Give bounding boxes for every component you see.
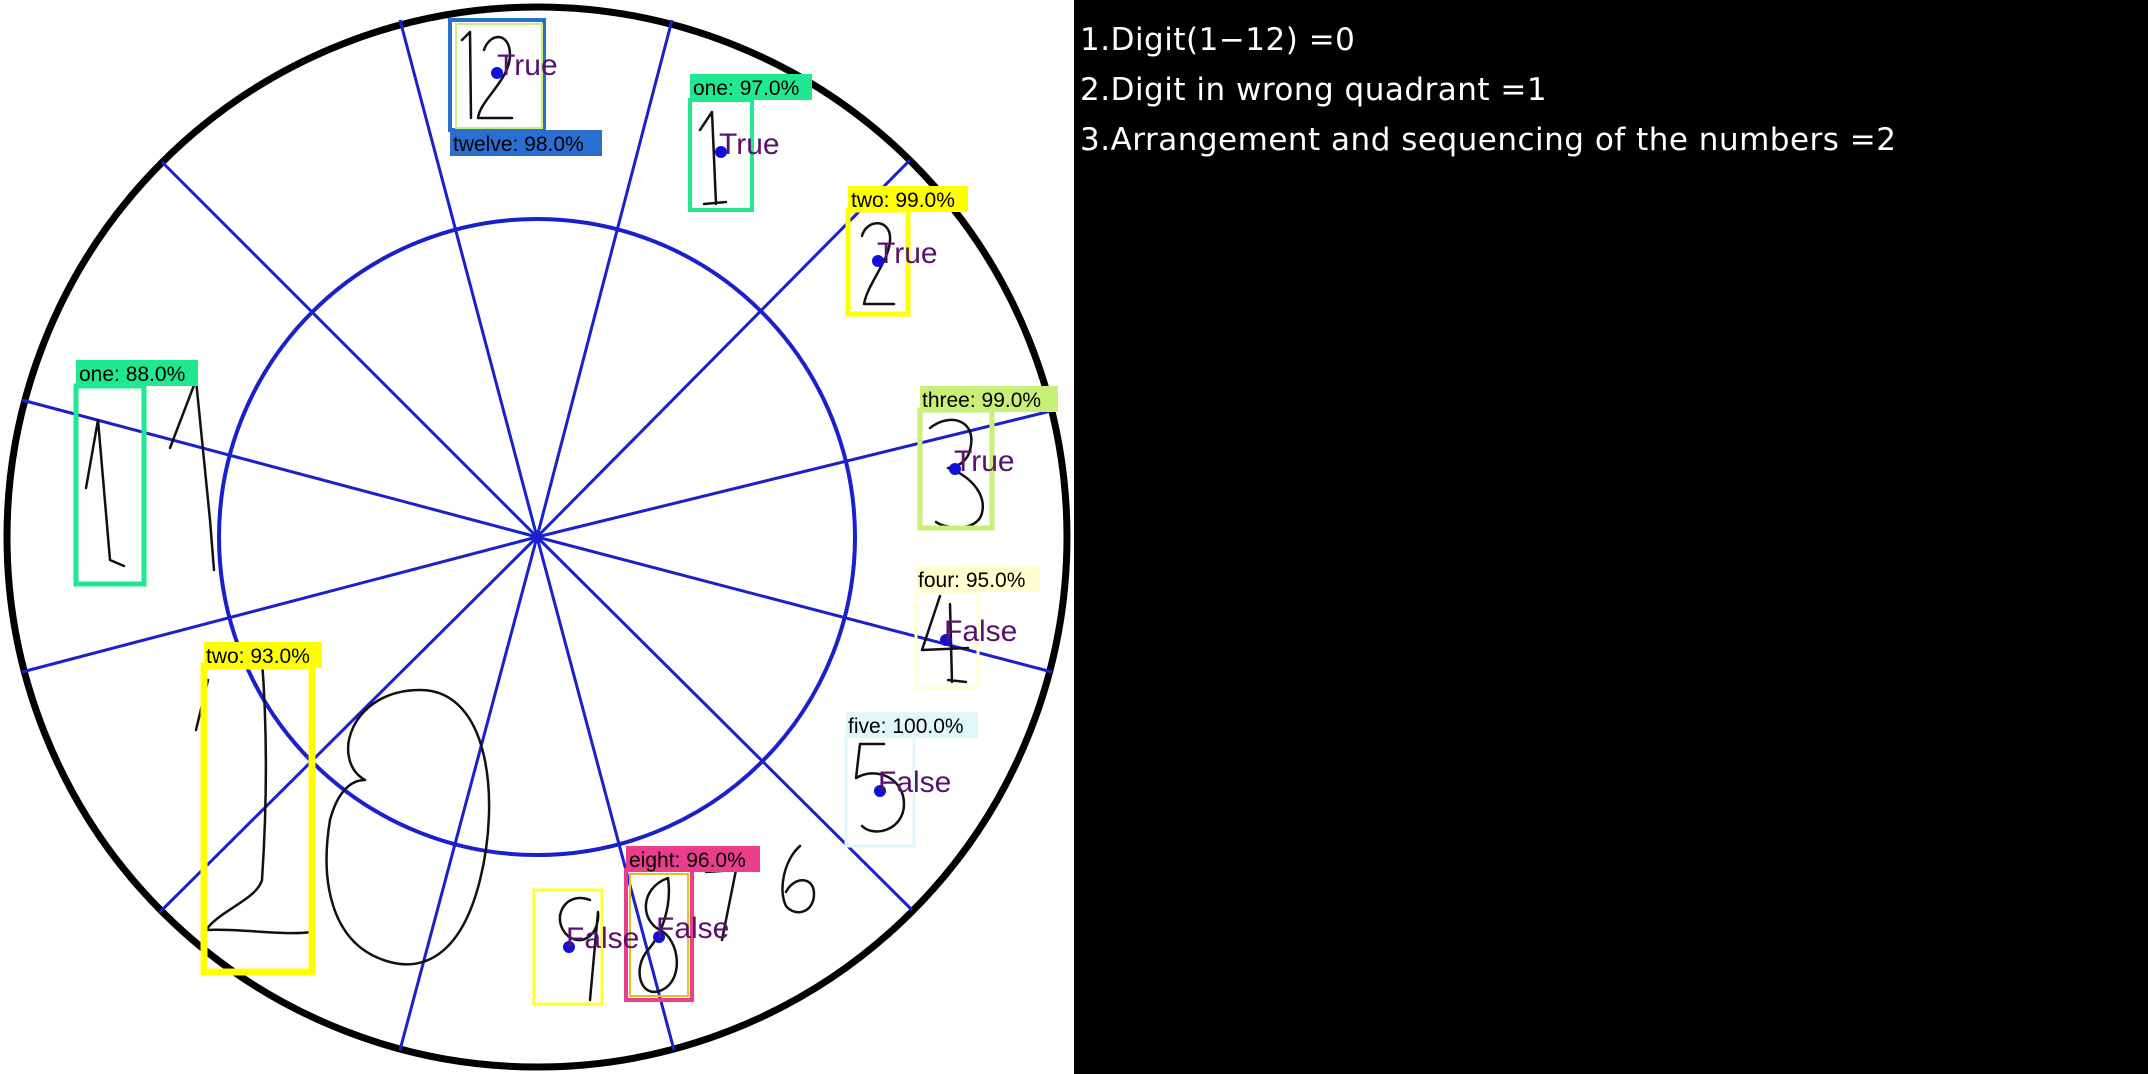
guide-line bbox=[398, 536, 539, 1051]
clock-analysis-canvas: twelve: 98.0% one: 97.0% two: 99.0% thre… bbox=[3, 3, 1071, 1071]
centroid-dots bbox=[491, 67, 961, 953]
detection-labels: twelve: 98.0% one: 97.0% two: 99.0% thre… bbox=[79, 77, 1041, 872]
label-four: four: 95.0% bbox=[918, 569, 1025, 592]
label-three: three: 99.0% bbox=[922, 389, 1041, 412]
centroid-dot bbox=[872, 255, 884, 267]
guide-line bbox=[535, 158, 912, 539]
score-digit-range: 1.Digit(1−12) =0 bbox=[1080, 22, 1356, 58]
label-bg-one-top bbox=[690, 74, 812, 100]
label-bg-twelve bbox=[450, 130, 602, 156]
stroke-10-one bbox=[194, 658, 314, 935]
verdict-three: True bbox=[954, 445, 1015, 478]
verdict-labels: True True True True False False False Fa… bbox=[497, 49, 1017, 955]
score-wrong-quadrant: 2.Digit in wrong quadrant =1 bbox=[1080, 72, 1548, 108]
guide-line bbox=[158, 535, 539, 914]
guide-line bbox=[536, 535, 1053, 674]
stroke-10-zero bbox=[325, 688, 491, 966]
verdict-eight: False bbox=[656, 912, 729, 945]
stroke-6 bbox=[781, 844, 816, 914]
label-two: two: 99.0% bbox=[851, 189, 955, 212]
centroid-dot bbox=[491, 67, 503, 79]
stroke-1 bbox=[698, 110, 728, 206]
verdict-two: True bbox=[877, 237, 938, 270]
stroke-3 bbox=[928, 418, 985, 529]
det-box-two-left bbox=[200, 662, 316, 976]
label-bg-two-left bbox=[204, 642, 322, 668]
label-bg-two bbox=[848, 186, 968, 212]
centroid-dot bbox=[715, 146, 727, 158]
stroke-11 bbox=[84, 378, 216, 572]
det-box-nine bbox=[532, 888, 604, 1006]
label-bg-five bbox=[846, 712, 978, 738]
label-eight: eight: 96.0% bbox=[629, 849, 746, 872]
clock-face-outline bbox=[3, 3, 1071, 1071]
verdict-four: False bbox=[944, 615, 1017, 648]
guide-line bbox=[21, 398, 538, 539]
label-five: five: 100.0% bbox=[848, 715, 964, 738]
guide-line bbox=[160, 160, 539, 539]
inner-guide-circle bbox=[217, 217, 857, 857]
clock-drawing-panel: twelve: 98.0% one: 97.0% two: 99.0% thre… bbox=[0, 0, 1074, 1074]
label-bg-four bbox=[916, 566, 1040, 592]
label-two-left: two: 93.0% bbox=[206, 645, 310, 668]
label-bg-one-left bbox=[76, 360, 198, 386]
scoring-results-panel: 1.Digit(1−12) =0 2.Digit in wrong quadra… bbox=[1080, 18, 1896, 168]
det-box-twelve-inner bbox=[455, 23, 543, 129]
stroke-9 bbox=[558, 896, 600, 1002]
score-arrangement: 3.Arrangement and sequencing of the numb… bbox=[1080, 122, 1897, 158]
guide-line bbox=[21, 535, 538, 674]
guide-line bbox=[535, 536, 676, 1051]
label-one-top: one: 97.0% bbox=[693, 77, 799, 100]
stroke-5 bbox=[854, 742, 906, 833]
guide-line bbox=[535, 19, 674, 538]
handwritten-strokes bbox=[84, 30, 985, 1002]
centroid-dot bbox=[874, 785, 886, 797]
detection-label-bgs bbox=[76, 74, 1058, 872]
label-one-left: one: 88.0% bbox=[79, 363, 185, 386]
verdict-nine: False bbox=[566, 922, 639, 955]
centroid-dot bbox=[563, 941, 575, 953]
det-box-eight-inner bbox=[629, 873, 689, 997]
centroid-dot bbox=[940, 634, 952, 646]
centroid-dot bbox=[653, 931, 665, 943]
stroke-12 bbox=[460, 30, 514, 120]
verdict-twelve: True bbox=[497, 49, 558, 82]
verdict-one-top: True bbox=[719, 128, 780, 161]
label-twelve: twelve: 98.0% bbox=[453, 133, 584, 156]
label-bg-eight bbox=[626, 846, 760, 872]
stroke-2 bbox=[860, 222, 896, 306]
label-bg-three bbox=[920, 386, 1058, 412]
guide-line bbox=[535, 535, 914, 912]
guide-line bbox=[398, 19, 539, 538]
centroid-dot bbox=[949, 463, 961, 475]
quadrant-guide-lines bbox=[21, 19, 1056, 1051]
verdict-five: False bbox=[878, 766, 951, 799]
